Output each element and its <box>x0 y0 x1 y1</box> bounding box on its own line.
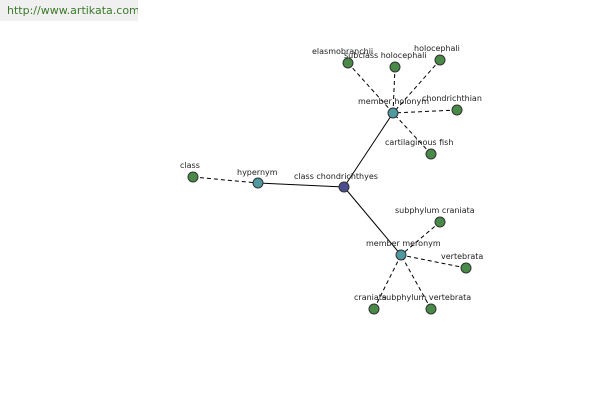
node-chondrichthian[interactable] <box>451 104 463 116</box>
graph-edges <box>192 59 467 310</box>
edge-holonym-elasmobranchii <box>347 62 394 114</box>
label-craniata[interactable]: craniata <box>354 293 387 302</box>
node-holocephali[interactable] <box>434 54 446 66</box>
edge-root-meronym <box>343 186 402 256</box>
label-elasmobranchii[interactable]: elasmobranchii <box>312 47 373 56</box>
node-subclass-holocephali[interactable] <box>389 61 401 73</box>
node-meronym[interactable] <box>395 249 407 261</box>
node-root[interactable] <box>338 181 350 193</box>
node-craniata[interactable] <box>368 303 380 315</box>
node-cartilaginous-fish[interactable] <box>425 148 437 160</box>
edge-holonym-holocephali <box>392 59 441 114</box>
label-chondrichthian[interactable]: chondrichthian <box>422 94 482 103</box>
source-url[interactable]: http://www.artikata.com <box>0 0 138 21</box>
label-holocephali[interactable]: holocephali <box>414 44 460 53</box>
node-hypernym[interactable] <box>252 177 264 189</box>
edge-holonym-cartilaginous-fish <box>392 112 432 155</box>
edge-meronym-craniata <box>373 254 402 310</box>
label-hypernym[interactable]: hypernym <box>237 168 278 177</box>
label-meronym[interactable]: member meronym <box>366 239 441 248</box>
edge-holonym-chondrichthian <box>392 109 458 114</box>
label-vertebrata[interactable]: vertebrata <box>441 252 483 261</box>
label-subphylum-craniata[interactable]: subphylum craniata <box>395 206 475 215</box>
edge-root-holonym <box>343 112 394 188</box>
node-holonym[interactable] <box>387 107 399 119</box>
node-elasmobranchii[interactable] <box>342 57 354 69</box>
node-class[interactable] <box>187 171 199 183</box>
label-root[interactable]: class chondrichthyes <box>294 172 378 181</box>
label-subclass-holocephali[interactable]: subclass holocephali <box>344 51 427 60</box>
node-subphylum-vertebrata[interactable] <box>425 303 437 315</box>
node-subphylum-craniata[interactable] <box>434 216 446 228</box>
edge-holonym-subclass-holocephali <box>392 66 396 114</box>
graph-nodes <box>187 54 472 315</box>
edge-meronym-subphylum-craniata <box>400 221 441 256</box>
edge-root-hypernym <box>257 182 345 188</box>
graph-labels: class chondrichthyes hypernym member holon… <box>180 44 483 302</box>
label-cartilaginous-fish[interactable]: cartilaginous fish <box>385 138 453 147</box>
label-subphylum-vertebrata[interactable]: subphylum vertebrata <box>382 293 471 302</box>
label-class[interactable]: class <box>180 161 200 170</box>
edge-meronym-subphylum-vertebrata <box>400 254 432 310</box>
node-vertebrata[interactable] <box>460 262 472 274</box>
label-holonym[interactable]: member holonym <box>358 97 429 106</box>
edge-hypernym-class <box>192 176 259 184</box>
